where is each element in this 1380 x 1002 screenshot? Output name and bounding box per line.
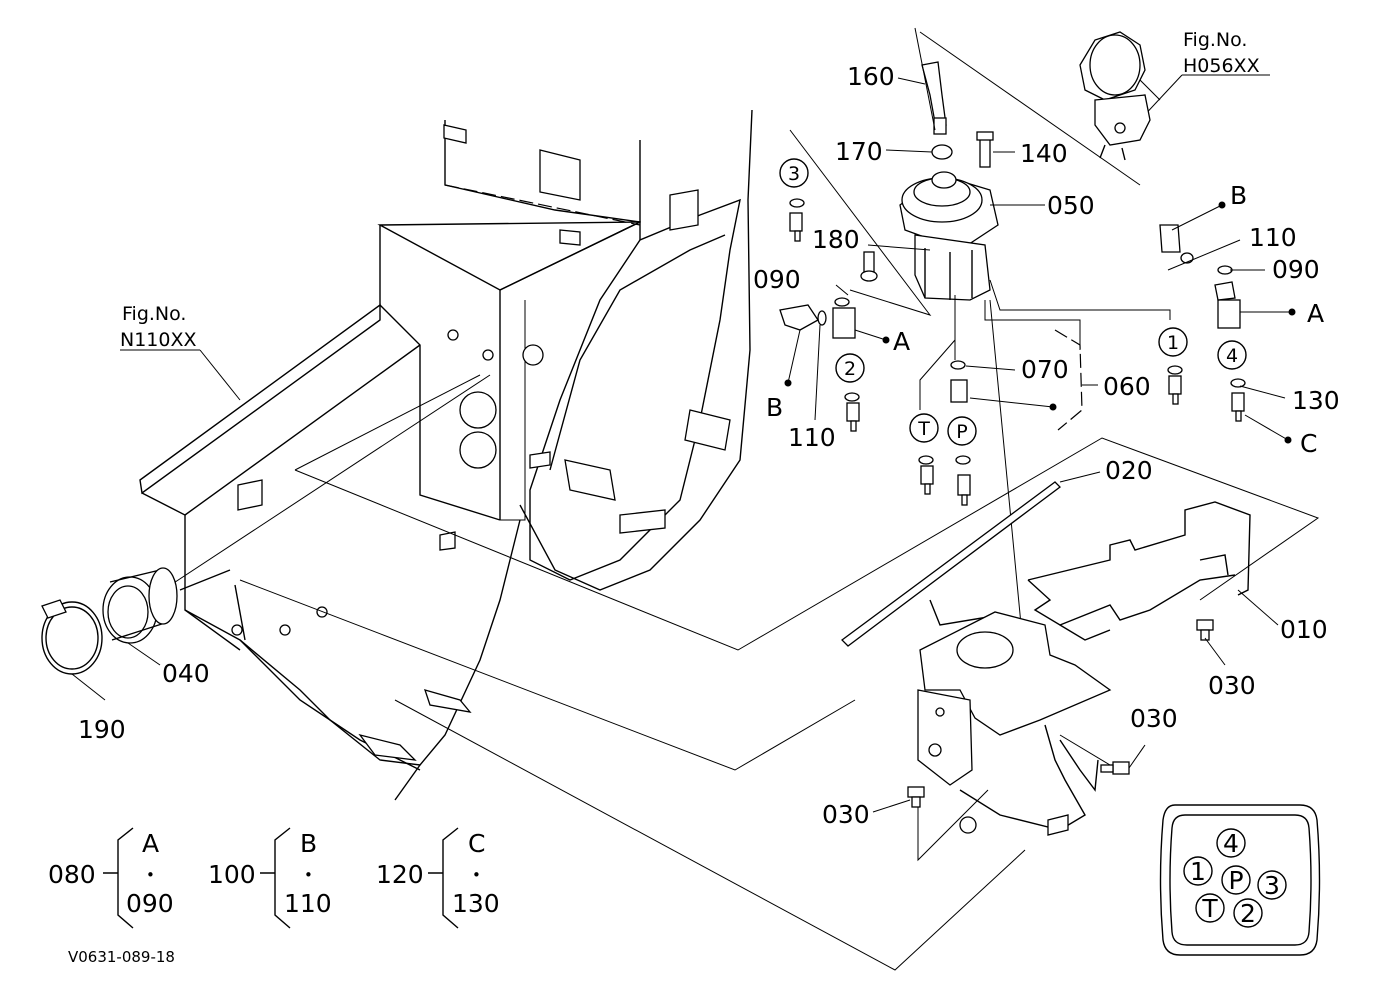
svg-text:T: T [917, 418, 930, 440]
part-label-010: 010 [1280, 615, 1328, 644]
part-label-050: 050 [1047, 191, 1095, 220]
callout-lines [199, 74, 1292, 813]
figure-ref-h056xx: Fig.No. H056XX [1183, 29, 1260, 77]
part-label-140: 140 [1020, 139, 1068, 168]
bolt-030-bottom [907, 786, 925, 808]
screw-180 [860, 251, 878, 282]
fitting-right-group [1159, 224, 1246, 422]
kit-080: 080 A • 090 [48, 827, 174, 929]
kit-dot: • [304, 866, 313, 884]
port-marker-3: 3 [779, 158, 809, 188]
svg-text:P: P [956, 421, 967, 443]
cab-frame [139, 109, 753, 801]
port-layout-3: 3 [1264, 871, 1280, 900]
kit-letter: A [142, 829, 159, 858]
port-layout-p: P [1228, 866, 1243, 895]
assembly-boundary-lines [159, 374, 1320, 971]
kit-number: 080 [48, 860, 96, 889]
svg-text:4: 4 [1226, 345, 1238, 367]
part-label-040: 040 [162, 659, 210, 688]
part-label-110: 110 [1249, 223, 1297, 252]
port-layout-4: 4 [1223, 829, 1239, 858]
fig-ref-title: Fig.No. [1183, 29, 1247, 51]
part-label-030: 030 [1130, 704, 1178, 733]
kit-letter: C [468, 829, 485, 858]
kit-dot: • [472, 866, 481, 884]
kit-number: 100 [208, 860, 256, 889]
kit-120: 120 C • 130 [376, 827, 500, 929]
svg-text:2: 2 [844, 358, 856, 380]
port-layout-2: 2 [1240, 899, 1256, 928]
part-label-030: 030 [1208, 671, 1256, 700]
port-layout-1: 1 [1190, 857, 1206, 886]
port-marker-p: P [947, 416, 977, 446]
part-label-160: 160 [847, 62, 895, 91]
part-label-130: 130 [1292, 386, 1340, 415]
bolt-140 [976, 131, 994, 168]
part-number-labels: 160 170 140 050 180 090 110 090 070 060 … [78, 62, 1340, 829]
svg-text:3: 3 [788, 163, 800, 185]
kit-100: 100 B • 110 [208, 827, 332, 929]
part-label-090: 090 [753, 265, 801, 294]
kit-item: 090 [126, 889, 174, 918]
washer-170 [931, 144, 953, 160]
kit-item: 130 [452, 889, 500, 918]
kit-dot: • [146, 866, 155, 884]
rod-020 [841, 481, 1061, 647]
drawing-code: V0631-089-18 [68, 948, 175, 966]
port-marker-2: 2 [835, 353, 865, 383]
bracket-060 [1054, 329, 1083, 431]
connection-letter-a: A [1307, 299, 1324, 328]
port-layout-t: T [1201, 894, 1218, 923]
connection-letter-b: B [766, 393, 783, 422]
bolt-030-middle [1100, 761, 1130, 775]
part-label-170: 170 [835, 137, 883, 166]
fig-ref-code: N110XX [120, 329, 197, 351]
bracket-010 [929, 501, 1251, 641]
part-label-090: 090 [1272, 255, 1320, 284]
connection-letters: B A A B C [766, 181, 1324, 458]
kit-item: 110 [284, 889, 332, 918]
part-label-110: 110 [788, 423, 836, 452]
connection-letter-c: C [1300, 429, 1317, 458]
part-label-030: 030 [822, 800, 870, 829]
fitting-center-group [918, 360, 971, 506]
svg-text:1: 1 [1167, 332, 1179, 354]
mount-bracket [917, 611, 1112, 836]
kit-letter: B [300, 829, 317, 858]
port-marker-1: 1 [1158, 327, 1188, 357]
mirror-inset [1079, 31, 1151, 161]
part-label-020: 020 [1105, 456, 1153, 485]
duct-040 [102, 567, 231, 644]
connection-letter-a: A [893, 327, 910, 356]
part-label-070: 070 [1021, 355, 1069, 384]
port-marker-4: 4 [1217, 340, 1247, 370]
hose-clamp-190 [41, 599, 103, 675]
part-label-180: 180 [812, 225, 860, 254]
connection-letter-b: B [1230, 181, 1247, 210]
pilot-valve-050 [899, 171, 999, 301]
port-layout-inset: 4 1 P 3 T 2 [1159, 804, 1321, 956]
hose-160 [921, 61, 947, 135]
figure-ref-n110xx: Fig.No. N110XX [120, 303, 197, 351]
kit-number: 120 [376, 860, 424, 889]
port-markers: 3 2 1 4 T P [779, 158, 1247, 446]
part-label-190: 190 [78, 715, 126, 744]
fig-ref-code: H056XX [1183, 55, 1260, 77]
part-label-060: 060 [1103, 372, 1151, 401]
callout-dots [784, 201, 1296, 444]
fitting-left-group [779, 198, 860, 432]
port-marker-t: T [909, 413, 939, 443]
bolt-030-right [1196, 619, 1214, 641]
fig-ref-title: Fig.No. [122, 303, 186, 325]
